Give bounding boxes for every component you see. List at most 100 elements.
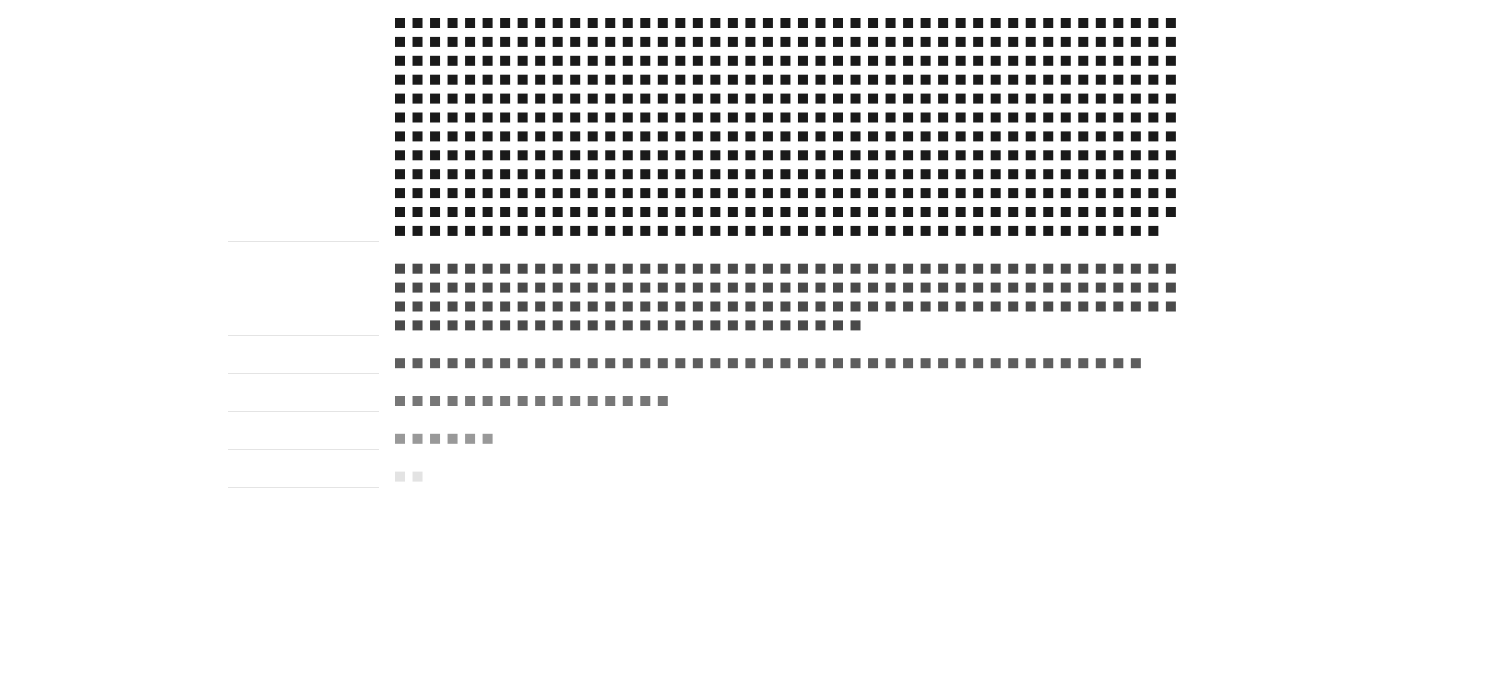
waffle-unit xyxy=(868,131,879,142)
waffle-unit xyxy=(1078,207,1089,217)
waffle-unit xyxy=(622,320,633,331)
waffle-unit xyxy=(938,169,949,180)
waffle-unit xyxy=(570,282,581,293)
waffle-unit xyxy=(762,263,773,274)
waffle-unit xyxy=(605,225,616,236)
waffle-unit xyxy=(1043,74,1054,85)
waffle-unit xyxy=(710,225,721,236)
waffle-unit xyxy=(885,55,896,66)
waffle-unit xyxy=(885,18,896,28)
waffle-unit xyxy=(552,396,563,406)
waffle-unit xyxy=(833,225,843,236)
waffle-unit xyxy=(885,188,896,199)
waffle-unit xyxy=(412,471,423,482)
waffle-unit xyxy=(797,358,808,369)
waffle-unit xyxy=(1165,112,1176,123)
waffle-unit xyxy=(1113,18,1124,28)
waffle-unit xyxy=(1148,36,1159,47)
waffle-unit xyxy=(990,74,1001,85)
waffle-unit xyxy=(727,93,738,104)
waffle-unit xyxy=(990,131,1001,142)
waffle-unit xyxy=(570,169,581,180)
waffle-unit xyxy=(1025,18,1036,28)
waffle-unit xyxy=(1095,18,1106,28)
waffle-unit xyxy=(605,396,616,406)
waffle-unit xyxy=(1130,263,1141,274)
waffle-unit xyxy=(1130,282,1141,293)
waffle-unit xyxy=(482,263,493,274)
waffle-unit xyxy=(535,131,546,142)
waffle-unit xyxy=(920,225,931,236)
waffle-unit xyxy=(780,74,791,85)
waffle-unit xyxy=(500,18,511,28)
waffle-unit xyxy=(955,169,966,180)
waffle-unit xyxy=(797,112,808,123)
waffle-unit xyxy=(430,150,441,161)
waffle-unit xyxy=(640,112,651,123)
waffle-group-4 xyxy=(395,396,668,406)
waffle-unit xyxy=(710,169,721,180)
waffle-unit xyxy=(762,320,773,331)
waffle-unit xyxy=(395,18,405,28)
waffle-unit xyxy=(1078,301,1089,312)
waffle-unit xyxy=(587,225,598,236)
waffle-unit xyxy=(833,320,843,331)
waffle-unit xyxy=(973,36,984,47)
waffle-unit xyxy=(990,225,1001,236)
waffle-unit xyxy=(780,282,791,293)
waffle-unit xyxy=(675,18,686,28)
waffle-unit xyxy=(1025,112,1036,123)
waffle-unit xyxy=(587,112,598,123)
waffle-unit xyxy=(833,55,843,66)
waffle-unit xyxy=(780,225,791,236)
waffle-unit xyxy=(675,131,686,142)
waffle-unit xyxy=(710,188,721,199)
waffle-unit xyxy=(1043,188,1054,199)
waffle-unit xyxy=(885,131,896,142)
waffle-unit xyxy=(570,207,581,217)
waffle-unit xyxy=(745,320,756,331)
waffle-unit xyxy=(412,169,423,180)
waffle-unit xyxy=(1060,36,1071,47)
waffle-group-1 xyxy=(395,18,1176,236)
waffle-unit xyxy=(903,188,914,199)
waffle-unit xyxy=(552,282,563,293)
waffle-unit xyxy=(622,358,633,369)
waffle-unit xyxy=(675,112,686,123)
waffle-unit xyxy=(1165,188,1176,199)
waffle-unit xyxy=(500,263,511,274)
waffle-unit xyxy=(797,263,808,274)
waffle-unit xyxy=(903,36,914,47)
waffle-unit xyxy=(500,55,511,66)
waffle-unit xyxy=(482,131,493,142)
waffle-unit xyxy=(1113,169,1124,180)
waffle-unit xyxy=(675,55,686,66)
waffle-unit xyxy=(535,93,546,104)
waffle-unit xyxy=(552,358,563,369)
waffle-unit xyxy=(692,263,703,274)
waffle-unit xyxy=(535,225,546,236)
waffle-unit xyxy=(657,74,668,85)
waffle-unit xyxy=(465,320,476,331)
waffle-unit xyxy=(955,131,966,142)
waffle-unit xyxy=(833,112,843,123)
waffle-unit xyxy=(868,358,879,369)
waffle-unit xyxy=(395,93,405,104)
waffle-unit xyxy=(815,18,826,28)
waffle-unit xyxy=(727,301,738,312)
waffle-unit xyxy=(692,207,703,217)
waffle-unit xyxy=(1078,282,1089,293)
waffle-unit xyxy=(1148,112,1159,123)
waffle-unit xyxy=(1078,93,1089,104)
waffle-unit xyxy=(1113,131,1124,142)
waffle-unit xyxy=(727,282,738,293)
waffle-unit xyxy=(1078,36,1089,47)
waffle-unit xyxy=(570,358,581,369)
waffle-unit xyxy=(885,112,896,123)
waffle-unit xyxy=(710,263,721,274)
waffle-unit xyxy=(1043,301,1054,312)
waffle-unit xyxy=(587,396,598,406)
waffle-unit xyxy=(727,55,738,66)
waffle-unit xyxy=(447,150,458,161)
waffle-unit xyxy=(1008,36,1019,47)
